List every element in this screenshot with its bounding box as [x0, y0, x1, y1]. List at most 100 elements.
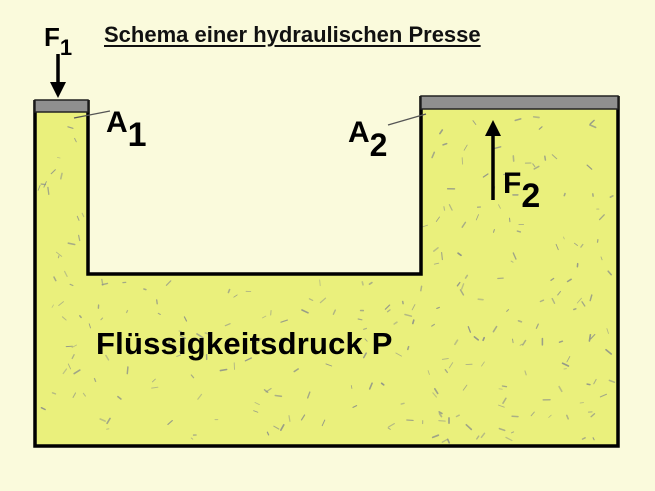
fluid-speckle [600, 256, 603, 261]
fluid-speckle [533, 165, 540, 170]
a2-leader-line [387, 113, 427, 126]
fluid-speckle [157, 312, 161, 316]
f2-label-subscript: 2 [521, 177, 541, 215]
fluid-speckle [502, 397, 507, 404]
fluid-speckle [475, 214, 479, 221]
fluid-speckle [589, 124, 597, 129]
fluid-speckle [482, 336, 486, 342]
a2-label-subscript: 2 [369, 127, 388, 163]
fluid-speckle [581, 301, 586, 307]
fluid-speckle [151, 386, 159, 389]
f1-label-subscript: 1 [59, 35, 73, 60]
fluid-speckle [605, 348, 612, 355]
fluid-speckle [441, 252, 443, 261]
fluid-speckle [532, 115, 540, 119]
fluid-speckle [421, 224, 429, 228]
fluid-speckle [257, 337, 262, 343]
fluid-speckle [492, 229, 495, 233]
fluid-speckle [62, 368, 68, 375]
fluid-speckle [69, 283, 74, 287]
fluid-speckle [548, 414, 552, 418]
fluid-speckle [244, 357, 252, 362]
fluid-speckle [477, 298, 484, 301]
fluid-speckle [93, 377, 97, 383]
fluid-speckle [183, 316, 188, 322]
fluid-speckle [352, 405, 358, 408]
fluid-speckle [459, 289, 465, 296]
fluid-speckle [446, 438, 451, 444]
fluid-speckle [557, 290, 562, 296]
fluid-speckle [544, 155, 547, 161]
fluid-speckle [72, 392, 77, 398]
fluid-speckle [51, 304, 54, 308]
vessel-outline [33, 96, 620, 448]
fluid-speckle [427, 370, 430, 375]
fluid-speckle [456, 281, 461, 287]
fluid-speckle [74, 137, 77, 143]
fluid-speckle [431, 151, 436, 159]
fluid-speckle [81, 212, 85, 218]
fluid-speckle [457, 252, 462, 257]
a2-label: A2 [348, 113, 387, 163]
fluid-speckle [576, 297, 582, 304]
fluid-speckle [516, 230, 522, 233]
fluid-speckle [71, 354, 75, 360]
fluid-speckle [467, 326, 472, 333]
fluid-speckle [433, 247, 439, 252]
fluid-speckle [125, 309, 129, 314]
fluid-speckle [573, 242, 578, 246]
fluid-speckle [82, 392, 86, 397]
fluid-speckle [79, 315, 82, 319]
fluid-speckle [300, 414, 306, 421]
fluid-speckle [301, 309, 309, 314]
fluid-speckle [178, 350, 182, 354]
fluid-speckle [126, 366, 129, 375]
fluid-speckle [566, 356, 571, 363]
fluid-speckle [505, 436, 513, 442]
fluid-speckle [165, 280, 172, 286]
fluid-speckle [558, 340, 564, 343]
fluid-speckle [464, 274, 469, 279]
fluid-speckle [106, 417, 111, 425]
fluid-speckle [498, 404, 505, 408]
fluid-speckle [253, 410, 259, 413]
fluid-body [35, 109, 618, 446]
fluid-speckle [519, 343, 523, 346]
fluid-speckle [433, 387, 439, 395]
fluid-speckle [368, 382, 373, 390]
fluid-speckle [539, 299, 545, 303]
fluid-speckle [420, 285, 423, 292]
fluid-speckle [522, 339, 527, 346]
fluid-speckle [535, 323, 539, 329]
fluid-speckle [524, 370, 527, 376]
f1-label-main: F [44, 22, 60, 52]
fluid-speckle [50, 169, 56, 175]
f2-label: F2 [503, 163, 540, 215]
fluid-speckle [501, 385, 508, 388]
fluid-speckle [586, 164, 593, 170]
fluid-speckle [190, 437, 194, 440]
fluid-speckle [462, 384, 468, 391]
fluid-pressure-label: Flüssigkeitsdruck P [96, 326, 393, 361]
fluid-speckle [514, 118, 522, 122]
fluid-speckle [510, 431, 515, 434]
fluid-speckle [551, 154, 558, 160]
fluid-speckle [57, 156, 61, 159]
fluid-speckle [384, 304, 391, 310]
small-piston [34, 99, 89, 113]
fluid-speckle [196, 333, 204, 339]
a1-label-subscript: 1 [127, 116, 147, 154]
fluid-speckle [510, 260, 514, 263]
a2-label-main: A [348, 116, 370, 149]
fluid-speckle [476, 435, 480, 440]
fluid-speckle [608, 379, 616, 383]
f1-force-arrow [50, 54, 66, 98]
fluid-speckle [263, 389, 269, 394]
fluid-speckle [178, 330, 182, 333]
fluid-speckle [438, 412, 443, 418]
fluid-speckle [361, 281, 364, 286]
fluid-speckle [590, 333, 596, 340]
fluid-speckle [307, 391, 311, 399]
